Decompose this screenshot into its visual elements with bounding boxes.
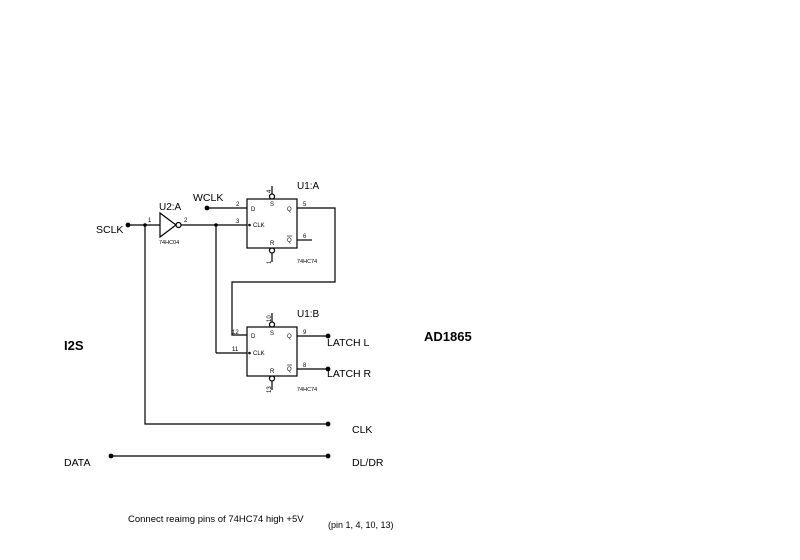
data-label: DATA (64, 457, 90, 469)
wclk-label: WCLK (193, 192, 223, 204)
flipflop-a-q: Q (287, 207, 292, 213)
latch-r-label: LATCH R (327, 368, 372, 380)
data-end-terminal (325, 453, 331, 459)
flipflop-b-q: Q (287, 334, 292, 340)
clock-net (214, 223, 247, 354)
flipflop-a-pin-q: 5 (303, 202, 307, 208)
inverter-ref: U2:A (159, 202, 182, 213)
flipflop-a-clk: CLK (253, 223, 265, 229)
dldr-label: DL/DR (352, 457, 384, 469)
note-line1: Connect reaimg pins of 74HC74 high +5V (128, 514, 304, 525)
inverter-u2a: U2:A 74HC04 1 2 (148, 202, 216, 246)
inverter-pin-out: 2 (184, 218, 188, 224)
flipflop-a-d: D (251, 207, 256, 213)
ad1865-title: AD1865 (424, 329, 472, 344)
flipflop-b-pin-q: 9 (303, 330, 307, 336)
flipflop-u1b: D CLK Q Q S R 10 13 12 11 9 8 U1:B 74HC7… (232, 309, 320, 393)
flipflop-a-pin-qbar: 6 (303, 234, 307, 240)
flipflop-a-ref: U1:A (297, 181, 320, 192)
qa-to-db-wire (231, 207, 336, 336)
flipflop-a-qbar: Q (287, 238, 292, 244)
inverter-symbol (159, 211, 177, 239)
flipflop-b-pin-r: 13 (267, 386, 273, 393)
flipflop-u1a: D CLK Q Q S R 4 1 2 3 5 6 U1:A 74HC74 (236, 181, 320, 265)
inverter-pin-in: 1 (148, 218, 152, 224)
inverter-part: 74HC04 (159, 240, 179, 246)
flipflop-a-pin-s: 4 (267, 189, 273, 193)
note-line2: (pin 1, 4, 10, 13) (328, 520, 394, 530)
clk-net: CLK (144, 225, 372, 436)
latch-l-label: LATCH L (327, 337, 370, 349)
flipflop-b-r: R (270, 369, 275, 375)
flipflop-a-pin-clk: 3 (236, 219, 240, 225)
flipflop-a-clk-arrow (248, 223, 251, 227)
latch-r-terminal (325, 366, 331, 372)
clk-label: CLK (352, 424, 372, 436)
flipflop-a-part: 74HC74 (297, 259, 317, 265)
flipflop-a-pin-d: 2 (236, 202, 240, 208)
flipflop-b-pin-qbar: 8 (303, 363, 307, 369)
sclk-net: SCLK (96, 222, 160, 236)
flipflop-b-pin-d: 12 (232, 330, 239, 336)
flipflop-b-s: S (270, 331, 274, 337)
i2s-title: I2S (64, 338, 84, 353)
sclk-label: SCLK (96, 224, 123, 236)
data-net: DATA DL/DR (64, 453, 384, 469)
flipflop-b-pin-clk: 11 (232, 347, 239, 353)
flipflop-b-clk: CLK (253, 351, 265, 357)
data-start-terminal (108, 453, 114, 459)
flipflop-b-qbar: Q (287, 367, 292, 373)
flipflop-a-r: R (270, 241, 275, 247)
flipflop-b-ref: U1:B (297, 309, 320, 320)
latch-l-terminal (325, 333, 331, 339)
flipflop-a-pin-r: 1 (267, 260, 273, 264)
flipflop-a-s: S (270, 202, 274, 208)
latch-r-net: LATCH R (297, 366, 372, 380)
clk-terminal (325, 421, 331, 427)
flipflop-b-d: D (251, 334, 256, 340)
latch-l-net: LATCH L (297, 333, 370, 349)
wclk-net: WCLK (193, 192, 247, 211)
flipflop-b-part: 74HC74 (297, 387, 317, 393)
flipflop-b-clk-arrow (248, 351, 251, 355)
flipflop-b-pin-s: 10 (267, 315, 273, 322)
